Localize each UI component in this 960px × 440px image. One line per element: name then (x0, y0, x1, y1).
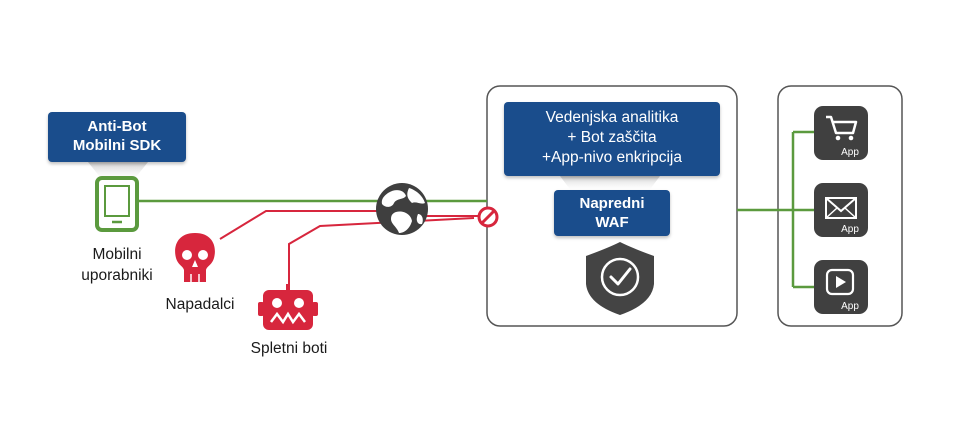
analytics-line1: Vedenjska analitika (545, 109, 679, 126)
envelope-icon (825, 197, 857, 219)
globe-icon (376, 183, 428, 235)
app-label: App (841, 147, 859, 158)
mobile-users-line2: uporabniki (81, 267, 153, 284)
attackers-label: Napadalci (165, 296, 235, 313)
mobile-users-line1: Mobilni (92, 246, 142, 263)
app-tile-mail[interactable]: App (814, 183, 868, 237)
app-tile-cart[interactable]: App (814, 106, 868, 160)
shield-check-icon (586, 242, 654, 315)
mobile-phone-icon (95, 176, 139, 232)
skull-icon (175, 233, 215, 282)
behavioral-analytics-box: Vedenjska analitika + Bot zaščita +App-n… (504, 102, 720, 176)
waf-line1: Napredni (579, 195, 645, 212)
analytics-cone (560, 176, 660, 192)
analytics-line2: + Bot zaščita (567, 129, 657, 146)
app-tile-video[interactable]: App (814, 260, 868, 314)
anti-bot-sdk-line2: Mobilni SDK (72, 137, 162, 154)
block-icon (477, 206, 499, 228)
app-label: App (841, 301, 859, 312)
waf-line2: WAF (595, 214, 629, 231)
anti-bot-sdk-box: Anti-Bot Mobilni SDK (48, 112, 186, 162)
play-icon (825, 268, 855, 296)
bot-traffic-line (288, 217, 475, 284)
robot-icon (258, 284, 318, 330)
web-bots-label: Spletni boti (250, 340, 328, 357)
anti-bot-sdk-line1: Anti-Bot (87, 118, 147, 135)
app-label: App (841, 224, 859, 235)
waf-box: Napredni WAF (554, 190, 670, 236)
analytics-line3: +App-nivo enkripcija (541, 149, 682, 166)
attacker-traffic-line (219, 210, 384, 240)
mobile-users-label: Mobilni uporabniki (62, 244, 172, 286)
shopping-cart-icon (826, 115, 858, 141)
